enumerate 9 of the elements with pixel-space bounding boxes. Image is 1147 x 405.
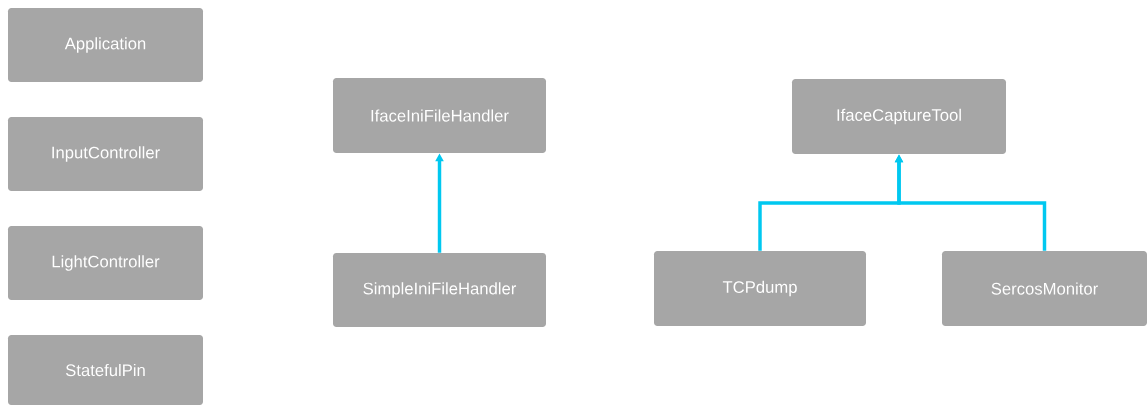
class-box: SercosMonitor [942, 251, 1147, 326]
class-box: InputController [8, 117, 203, 191]
class-box: SimpleIniFileHandler [333, 253, 546, 327]
class-box: LightController [8, 226, 203, 300]
class-box: IfaceIniFileHandler [333, 78, 546, 153]
class-box: StatefulPin [8, 335, 203, 405]
class-box: IfaceCaptureTool [792, 79, 1006, 154]
class-box: TCPdump [654, 251, 866, 326]
class-box: Application [8, 8, 203, 82]
